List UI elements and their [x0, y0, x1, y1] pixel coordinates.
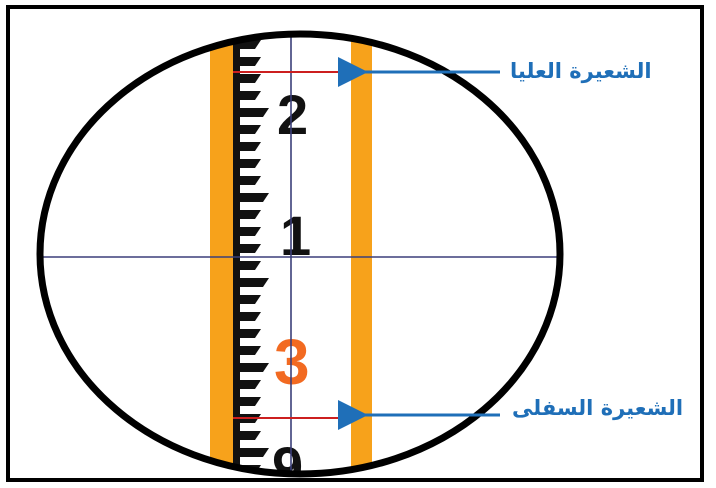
staff-tick — [233, 448, 269, 457]
staff-right-rail — [351, 20, 372, 488]
upper-stadia-label: الشعيرة العليا — [510, 59, 652, 83]
staff-tick — [233, 278, 269, 287]
lower-stadia-label: الشعيرة السفلى — [512, 396, 683, 420]
staff-tick — [233, 193, 269, 202]
staff-number-2: 2 — [277, 83, 308, 146]
staff-tick — [233, 363, 269, 372]
staff-left-rail — [210, 20, 233, 488]
staff-number-9: 9 — [272, 435, 303, 488]
staff-tick — [233, 108, 269, 117]
